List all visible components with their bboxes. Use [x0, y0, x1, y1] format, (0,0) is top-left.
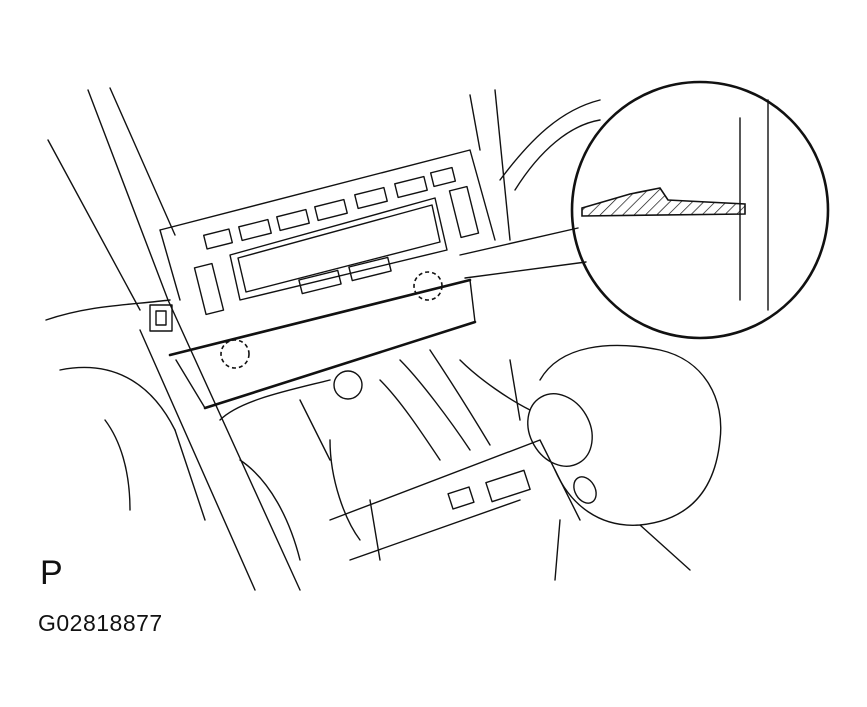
- center-console: [219, 349, 581, 561]
- view-letter: P: [40, 554, 63, 592]
- cross-section: [581, 187, 746, 217]
- shift-knob: [527, 344, 722, 581]
- detail-circle: [570, 80, 830, 340]
- dashboard-bezel: [149, 89, 601, 332]
- console-side-lines: [45, 87, 301, 591]
- figure-id: G02818877: [38, 610, 163, 636]
- clip-marker-right: [413, 271, 443, 301]
- clip-marker-left: [220, 339, 250, 369]
- trim-panel: [168, 271, 477, 410]
- knob: [333, 370, 363, 400]
- detail-callout: [459, 80, 830, 340]
